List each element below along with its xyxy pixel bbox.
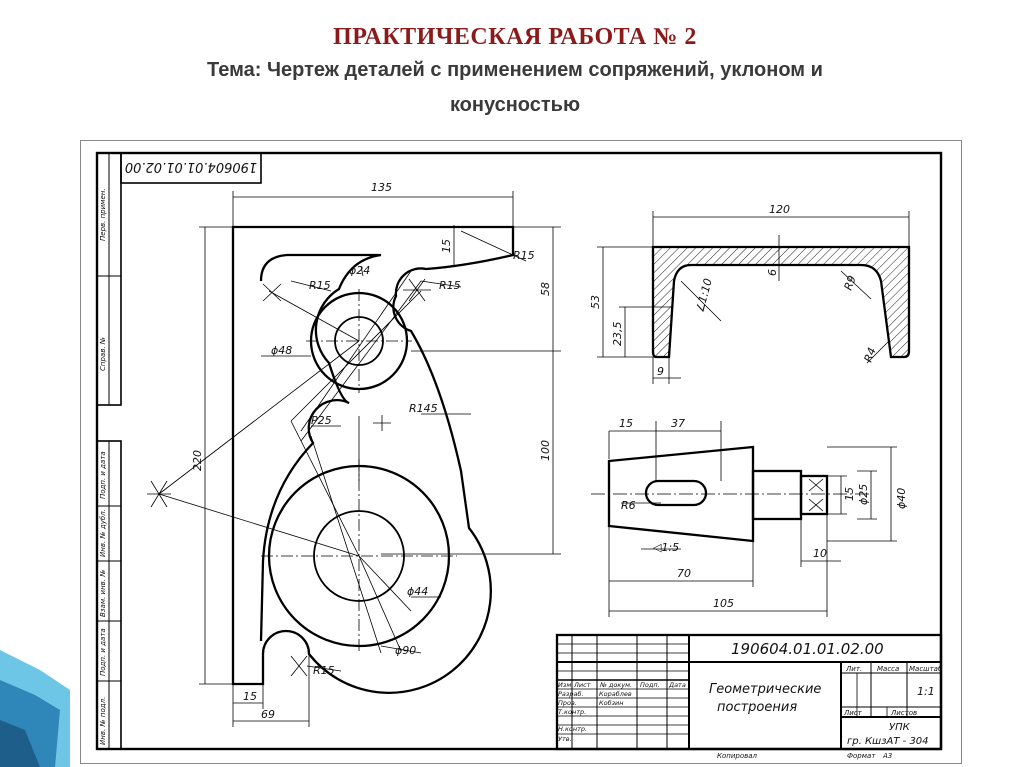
dim-d90: ϕ90 [395,644,416,657]
tb-scale-label: Масштаб [909,665,943,673]
tb-format-label: Формат [847,752,876,760]
dim-15-bottom: 15 [243,690,257,703]
dim-r15-bottom: R15 [313,664,335,677]
tb-col-list: Лист [573,681,591,689]
slide-title: ПРАКТИЧЕСКАЯ РАБОТА № 2 [333,24,697,50]
tb-col-date: Дата [668,681,686,689]
dim-53: 53 [589,295,602,309]
tb-org-1: УПК [889,722,911,733]
strip-label-4: Инв. № дубл. [99,509,107,557]
dim-220: 220 [191,450,204,471]
tb-row-role-1: Разраб. [558,690,584,698]
dim-15-top: 15 [440,239,453,253]
bracket-part: 135 15 R15 58 ϕ24 R15 R15 ϕ48 P25 R145 1… [147,181,561,727]
title-block-name-1: Геометрические [709,682,821,697]
tb-row-role-5: Утв. [558,735,572,743]
left-margin-strip: Перв. примен. Справ. № Подп. и дата Инв.… [96,152,122,750]
dim-9: 9 [657,365,664,378]
title-block: 190604.01.01.02.00 Геометрические постро… [555,633,943,760]
tb-scale-value: 1:1 [917,685,935,698]
title-block-code: 190604.01.01.02.00 [731,640,884,658]
dim-135: 135 [371,181,392,194]
dim-d40: ϕ40 [895,488,908,509]
inner-frame [95,151,943,751]
tb-copied-label: Копировал [717,752,758,760]
tb-lit-label: Лит. [845,665,862,673]
dim-15-shaft: 15 [619,417,633,430]
dim-d24: ϕ24 [349,264,370,277]
strip-label-2: Справ. № [99,337,107,371]
strip-label-6: Подп. и дата [99,628,107,676]
dim-r6: R6 [621,499,636,512]
dim-slope-1-10: ∠1:10 [693,277,715,314]
dim-10: 10 [813,547,827,560]
tb-col-doc: № докум. [599,681,632,689]
dim-100: 100 [539,440,552,461]
tb-sheets-label: Листов [890,709,917,717]
dim-120: 120 [769,203,790,216]
title-block-name-2: построения [717,700,797,715]
tb-format-value: А3 [882,752,892,760]
strip-label-5: Взам. инв. № [99,569,107,617]
dim-58: 58 [539,282,552,296]
tb-row-role-4: Н.контр. [558,725,587,733]
strip-label-7: Инв. № подл. [99,697,107,745]
dim-r9: R9 [842,274,859,292]
slide-subtitle-line-2: конусностью [449,94,581,116]
tb-row-role-3: Т.контр. [558,708,586,716]
dim-70: 70 [677,567,691,580]
tb-row-role-2: Пров. [558,699,577,707]
dim-r15-right: R15 [439,279,461,292]
dim-6: 6 [766,269,779,276]
dim-d48: ϕ48 [271,344,292,357]
dim-r15-left: R15 [309,279,331,292]
dim-37: 37 [671,417,685,430]
dim-r4: R4 [862,346,879,364]
dim-d44: ϕ44 [407,585,428,598]
strip-label-1: Перв. примен. [99,188,107,241]
dim-r15-top: R15 [513,249,535,262]
decorative-corner-shape [0,650,70,767]
dim-69: 69 [261,708,275,721]
dim-r145: R145 [409,402,438,415]
code-stamp-text: 190604.01.01.02.00 [125,159,257,174]
dim-23-5: 23,5 [611,322,624,347]
dim-105: 105 [713,597,734,610]
strip-label-3: Подп. и дата [99,451,107,499]
drawing-sheet: Перв. примен. Справ. № Подп. и дата Инв.… [80,140,962,764]
dim-taper-1-5: ◁1:5 [653,541,679,554]
tb-col-sign: Подп. [640,681,660,689]
tb-sheet-label: Лист [843,709,863,717]
dim-d25: ϕ25 [857,484,870,505]
technical-drawing: Перв. примен. Справ. № Подп. и дата Инв.… [95,151,943,760]
dim-p25: P25 [311,414,332,427]
tb-mass-label: Масса [877,665,899,673]
tb-row-name-2: Кобзин [599,699,624,707]
channel-section: 120 6 R9 R4 53 23,5 ∠1:10 9 [589,203,911,384]
tb-col-izm: Изм [558,681,571,689]
dim-15-keyway: 15 [843,487,856,501]
slide-subtitle-line-1: Тема: Чертеж деталей с применением сопря… [207,59,823,81]
tb-org-2: гр. КшзАТ - 304 [847,736,929,747]
slide-header: ПРАКТИЧЕСКАЯ РАБОТА № 2 Тема: Чертеж дет… [80,24,950,121]
tb-row-name-1: Кораблев [599,690,632,698]
tapered-shaft: 15 37 R6 15 ϕ25 ϕ40 ◁1:5 10 70 105 [591,417,908,617]
code-stamp: 190604.01.01.02.00 [120,152,262,184]
